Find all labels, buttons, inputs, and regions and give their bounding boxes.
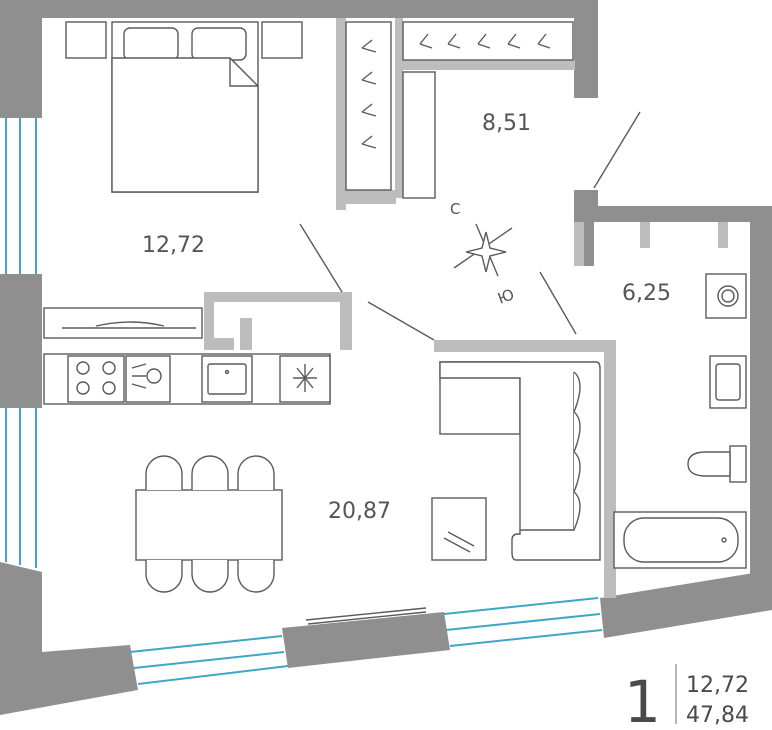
bathroom: 6,25 (613, 273, 747, 569)
sink-icon (201, 355, 253, 403)
dining-table (135, 455, 283, 593)
bedroom: 12,72 (43, 21, 392, 339)
doors (299, 111, 641, 625)
window-bottom-right (443, 597, 603, 647)
nightstand-right (261, 21, 303, 59)
bathroom-area-label: 6,25 (622, 281, 671, 306)
wardrobe-vertical (345, 21, 392, 191)
compass-rose-icon: С Ю (450, 200, 517, 308)
washing-machine-icon (705, 273, 747, 319)
pillow-icon (191, 27, 247, 61)
living-room: 20,87 (135, 361, 601, 593)
nightstand-left (65, 21, 107, 59)
pillow-icon (123, 27, 179, 61)
outer-walls (0, 0, 772, 715)
washbasin-icon (709, 355, 747, 409)
fridge-icon (279, 355, 331, 403)
door-bedroom (299, 223, 343, 293)
balcony-door (305, 607, 427, 621)
room-count: 1 (624, 668, 661, 730)
door-bathroom (539, 271, 577, 335)
closet-shelf (402, 71, 436, 199)
door-entrance (593, 111, 641, 189)
living-area-label: 20,87 (328, 499, 391, 524)
apartment-summary: 1 12,72 47,84 (624, 664, 749, 730)
toilet-icon (687, 445, 747, 483)
bathtub-icon (613, 511, 747, 569)
hanger-icon (361, 39, 377, 149)
coffee-table (431, 497, 487, 561)
wardrobe-horizontal (402, 21, 574, 61)
sofa (439, 361, 601, 561)
closet-area-label: 8,51 (482, 111, 531, 136)
total-area-value: 47,84 (686, 703, 749, 728)
window-left-upper (5, 118, 37, 274)
partitions (204, 18, 728, 598)
window-bottom-left (129, 635, 289, 685)
kitchen (43, 353, 331, 405)
dishwasher-icon (125, 355, 171, 403)
compass-south-label: Ю (495, 285, 516, 307)
tv-stand (43, 307, 203, 339)
bedroom-area-label: 12,72 (142, 233, 205, 258)
stove-icon (67, 355, 125, 403)
door-living (367, 301, 435, 341)
bed (111, 21, 259, 193)
window-left-lower (5, 408, 37, 568)
living-area-value: 12,72 (686, 673, 749, 698)
windows (5, 118, 603, 685)
compass-north-label: С (450, 200, 460, 218)
closet: 8,51 (402, 21, 574, 199)
